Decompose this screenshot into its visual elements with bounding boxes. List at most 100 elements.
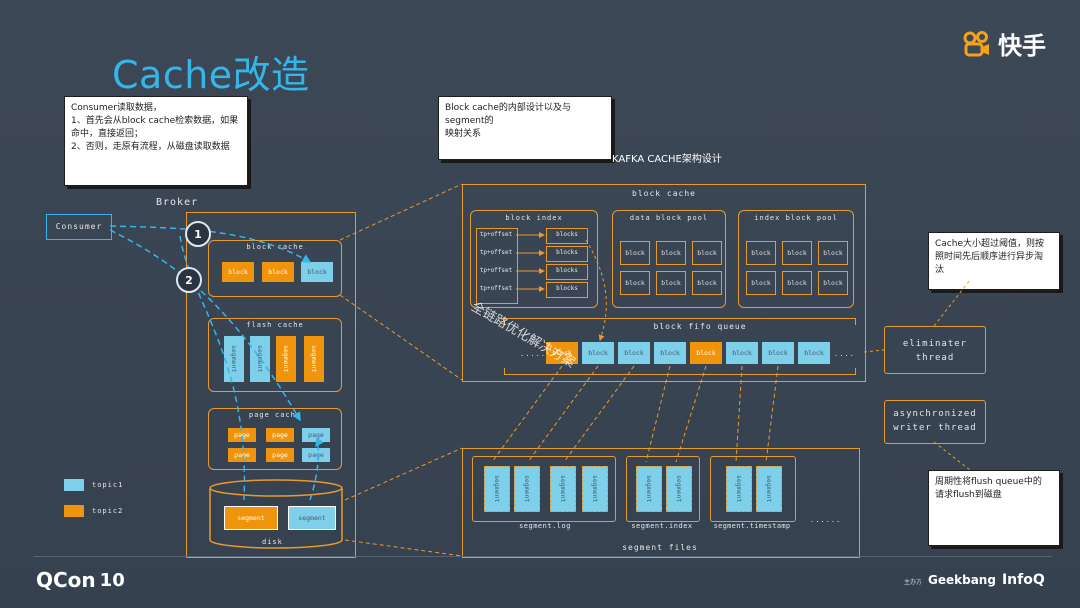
seg-log-4: segment [582,466,608,512]
qcon-logo: QCon 10 [36,568,125,592]
flush-note: 周期性将flush queue中的 请求flush到磁盘 [928,470,1060,546]
fifo-block-6: block [726,342,758,364]
consumer-label: Consumer [55,222,103,231]
blocks-label-2: blocks [556,249,578,256]
segment-ellipsis: ...... [810,516,842,524]
flush-note-line-2: 请求flush到磁盘 [935,490,1002,500]
step-1-marker: 1 [185,221,211,247]
data-block-pool: data block pool [612,210,726,308]
segment-timestamp-label: segment.timestamp [713,522,791,530]
organizer-label: 主办方 [904,579,923,586]
segment-files-label: segment files [622,543,698,552]
index-pool-block-5: block [782,271,812,295]
blocks-cell-1: blocks [546,228,588,244]
slide-title: Cache改造 [112,53,310,97]
fifo-queue-label: block fifo queue [653,322,747,331]
index-pool-block-2: block [782,241,812,265]
block-note-line-2: 映射关系 [445,129,482,139]
qcon-text: QCon [36,568,96,592]
block-note-line-1: Block cache的内部设计以及与segment的 [445,103,571,126]
fifo-queue-top-bracket [504,318,856,325]
flush-note-line-1: 周期性将flush queue中的 [935,477,1042,487]
index-pool-block-1: block [746,241,776,265]
step-2-marker: 2 [176,267,202,293]
broker-block-1: block [222,262,254,282]
consumer-note-line-3: 2、否则，走原有流程，从磁盘读取数据 [71,142,230,152]
broker-box [186,212,356,558]
page-1: page [228,428,256,442]
evict-note-line-2: 照时间先后顺序进行异步淘 [935,252,1044,262]
broker-page-cache: page cache [208,408,342,470]
block-index-label: block index [505,214,563,222]
brand-logo: 快手 [962,26,1046,61]
index-pool-block-6: block [818,271,848,295]
eliminater-thread-label: eliminater thread [902,339,968,363]
data-pool-block-4: block [620,271,650,295]
broker-block-cache-label: block cache [246,243,304,251]
fifo-ellipsis-left: ...... [520,350,552,358]
consumer-note-line-2: 1、首先会从block cache检索数据，如果命中，直接返回； [71,116,239,139]
kafka-block-cache-box: block cache [462,184,866,382]
disk-segment-a: segment [224,506,278,530]
legend-topic2-swatch [64,505,84,517]
fifo-block-2: block [582,342,614,364]
fifo-block-8: block [798,342,830,364]
legend-topic1-swatch [64,479,84,491]
fifo-block-1: block [546,342,578,364]
broker-flash-cache: flash cache [208,318,342,392]
fifo-queue-bottom-bracket [504,368,856,375]
seg-ts-2: segment [756,466,782,512]
data-pool-block-5: block [656,271,686,295]
footer-divider [34,556,1052,557]
segment-timestamp-group [710,456,796,522]
broker-label: Broker [156,197,199,208]
consumer-box: Consumer [46,214,112,240]
data-pool-block-3: block [692,241,722,265]
fifo-block-3: block [618,342,650,364]
writer-thread-box: asynchronized writer thread [884,400,986,444]
seg-index-1: segment [636,466,662,512]
writer-thread-label: asynchronized writer thread [893,409,977,433]
page-cache-label: page cache [248,411,302,419]
blocks-label-1: blocks [556,231,578,238]
qcon-number: 10 [99,569,125,591]
segment-log-group [472,456,616,522]
segment-log-label: segment.log [519,522,571,530]
geekbang-logo: Geekbang [928,573,996,587]
segment-index-group [626,456,700,522]
data-pool-block-6: block [692,271,722,295]
disk-label: disk [262,538,283,546]
seg-log-2: segment [514,466,540,512]
disk-segment-b: segment [288,506,336,530]
fifo-block-7: block [762,342,794,364]
segment-index-label: segment.index [631,522,693,530]
blocks-cell-2: blocks [546,246,588,262]
eviction-note: Cache大小超过阈值，则按 照时间先后顺序进行异步淘 汰 [928,232,1060,290]
data-pool-block-1: block [620,241,650,265]
page-5: page [266,448,294,462]
index-pool-block-4: block [746,271,776,295]
seg-index-2: segment [666,466,692,512]
broker-block-2: block [262,262,294,282]
legend-topic2-label: topic2 [92,507,124,515]
block-cache-note: Block cache的内部设计以及与segment的 映射关系 [438,96,612,160]
page-4: page [228,448,256,462]
blocks-label-3: blocks [556,267,578,274]
blocks-label-4: blocks [556,285,578,292]
evict-note-line-1: Cache大小超过阈值，则按 [935,239,1044,249]
segment-files-box [462,448,860,558]
kuaishou-icon [963,30,989,56]
fifo-block-5: block [690,342,722,364]
fifo-block-4: block [654,342,686,364]
offset-4: tp+offset [479,285,513,292]
kafka-cache-subtitle: KAFKA CACHE架构设计 [612,154,722,165]
consumer-note: Consumer读取数据， 1、首先会从block cache检索数据，如果命中… [64,96,248,186]
page-6: page [302,448,330,462]
broker-block-cache: block cache [208,240,342,297]
brand-name: 快手 [998,32,1046,60]
block-index-box: block index [470,210,598,308]
flash-cache-label: flash cache [246,321,304,329]
blocks-cell-3: blocks [546,264,588,280]
consumer-note-line-1: Consumer读取数据， [71,103,162,113]
